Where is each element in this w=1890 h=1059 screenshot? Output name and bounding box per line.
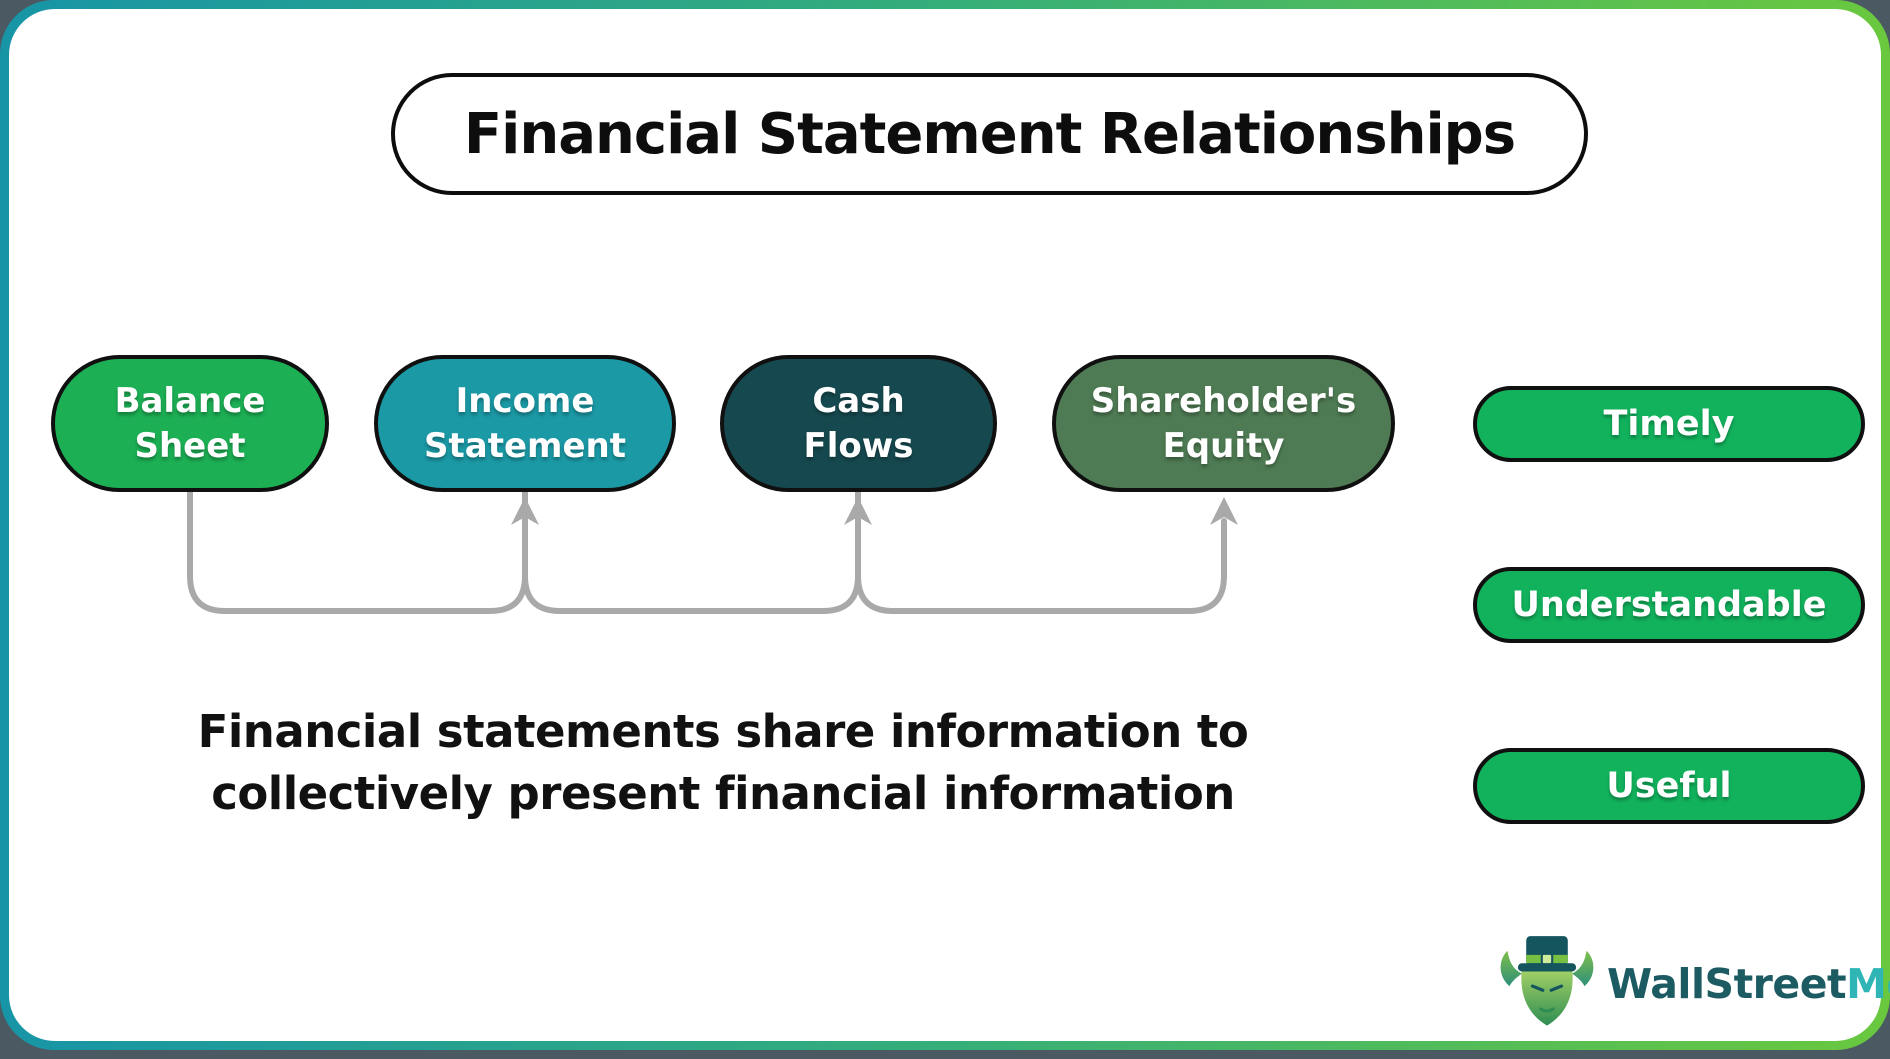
brand-name-secondary: Mojo xyxy=(1846,960,1890,1008)
arrowhead-income-icon xyxy=(511,497,539,525)
brand-name-primary: WallStreet xyxy=(1607,960,1847,1008)
connector-cash-to-equity xyxy=(855,488,1227,614)
pill-understandable-label: Understandable xyxy=(1511,585,1827,625)
pill-timely: Timely xyxy=(1473,386,1865,462)
pill-shareholders-equity-label: Shareholder's Equity xyxy=(1090,380,1357,466)
pill-shareholders-equity: Shareholder's Equity xyxy=(1052,355,1395,492)
pill-understandable: Understandable xyxy=(1473,567,1865,643)
brand-name: WallStreetMojo xyxy=(1607,960,1890,1008)
pill-income-statement: Income Statement xyxy=(374,355,676,492)
wallstreetmojo-logo: WallStreetMojo xyxy=(1495,931,1890,1037)
pill-income-statement-label: Income Statement xyxy=(424,380,626,466)
page-title: Financial Statement Relationships xyxy=(463,101,1516,167)
diagram-canvas: Financial Statement Relationships Balanc… xyxy=(9,9,1890,1041)
arrowhead-equity-icon xyxy=(1210,497,1238,525)
connector-income-to-cash xyxy=(522,488,861,614)
bull-mascot-icon xyxy=(1500,936,1594,1026)
pill-cash-flows-label: Cash Flows xyxy=(803,380,914,466)
caption-line-2: collectively present financial informati… xyxy=(211,767,1235,820)
pill-useful-label: Useful xyxy=(1606,766,1732,806)
pill-timely-label: Timely xyxy=(1603,404,1735,444)
caption-text: Financial statements share information t… xyxy=(93,701,1353,825)
pill-cash-flows: Cash Flows xyxy=(720,355,997,492)
connector-balance-to-income xyxy=(187,488,528,614)
arrowhead-cash-icon xyxy=(844,497,872,525)
title-pill: Financial Statement Relationships xyxy=(391,73,1588,195)
pill-useful: Useful xyxy=(1473,748,1865,824)
pill-balance-sheet: Balance Sheet xyxy=(51,355,329,492)
pill-balance-sheet-label: Balance Sheet xyxy=(114,380,266,466)
caption-line-1: Financial statements share information t… xyxy=(197,705,1249,758)
